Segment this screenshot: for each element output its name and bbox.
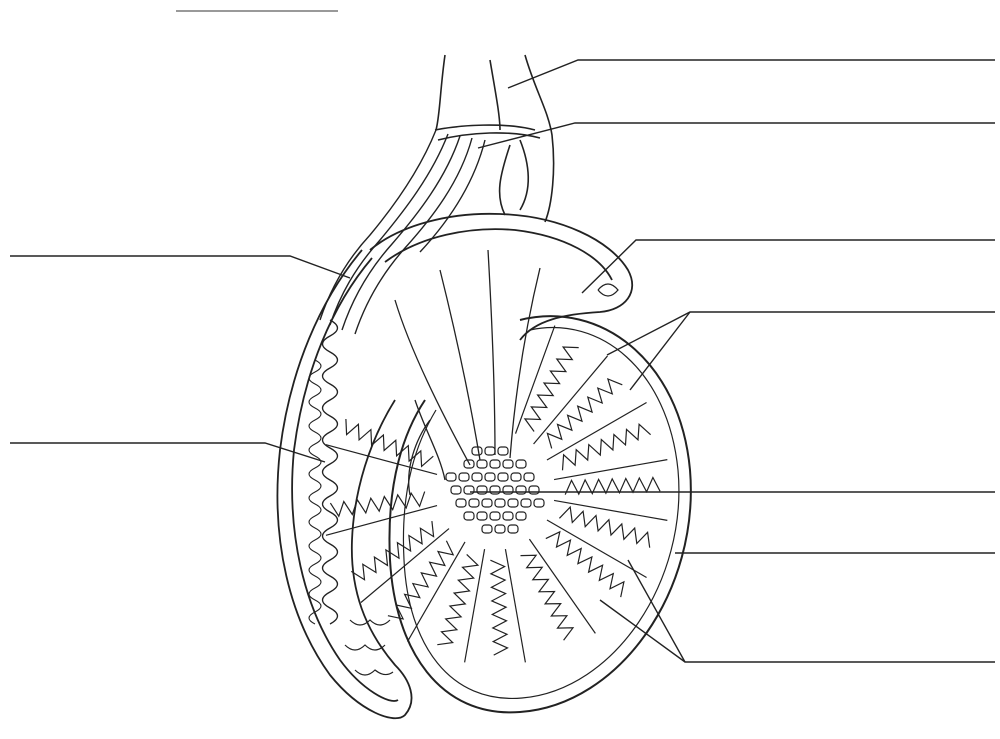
lobule-septum [554,460,667,480]
leader-line-head-of-epididymis [582,240,995,293]
tubule-coil [490,560,507,655]
rete-cell [511,473,521,481]
rete-cell [508,499,518,507]
rete-cell [477,486,487,494]
rete-cell [464,486,474,494]
rete-cell [485,447,495,455]
rete-cell [503,460,513,468]
rete-cell [503,512,513,520]
leader-line-seminiferous-a [600,600,995,662]
septum [395,250,540,495]
rete-cell [524,473,534,481]
leader-line-spermatic-cord [508,60,995,88]
lobule-septum [326,445,437,475]
rete-cell [516,486,526,494]
body-of-epididymis [277,250,411,718]
leader-line-septum-a [607,312,995,355]
rete-cell [469,499,479,507]
rete-cell [529,486,539,494]
rete-cell [503,486,513,494]
rete-cell [490,512,500,520]
lobule-septum [547,520,647,578]
rete-cell [490,486,500,494]
rete-cell [516,512,526,520]
head-of-epididymis [370,214,632,340]
rete-cell [490,460,500,468]
rete-cell [498,447,508,455]
rete-cell [456,499,466,507]
rete-cell [477,512,487,520]
rete-cell [485,473,495,481]
rete-cell [451,486,461,494]
spermatic-cord [435,55,554,222]
rete-cell [534,499,544,507]
tubule-coil [563,424,651,470]
lobule-septum [505,549,525,662]
rete-cell [464,512,474,520]
rete-cell [459,473,469,481]
rete-cell [495,499,505,507]
rete-cell [482,499,492,507]
tubule-coil [559,507,649,548]
rete-cell [477,460,487,468]
rete-cell [495,525,505,533]
tunica-albuginea [389,316,690,712]
leader-line-epididymis-lower [10,443,325,462]
rete-cell [498,473,508,481]
tubule-coil [437,554,478,644]
lobule-septum [529,539,595,633]
rete-cell [446,473,456,481]
leader-line-epididymis-upper [10,256,350,278]
leader-lines [10,60,995,662]
tubule-coil [525,347,579,432]
rete-cell [482,525,492,533]
leader-line-ductus-deferens [478,123,995,148]
tubule-coil [351,521,433,580]
rete-cell [472,473,482,481]
rete-cell [508,525,518,533]
lobule-septum [516,326,555,434]
rete-cell [521,499,531,507]
rete-testis [446,447,544,533]
rete-cell [472,447,482,455]
rete-cell [516,460,526,468]
tubule-coil [521,555,574,640]
